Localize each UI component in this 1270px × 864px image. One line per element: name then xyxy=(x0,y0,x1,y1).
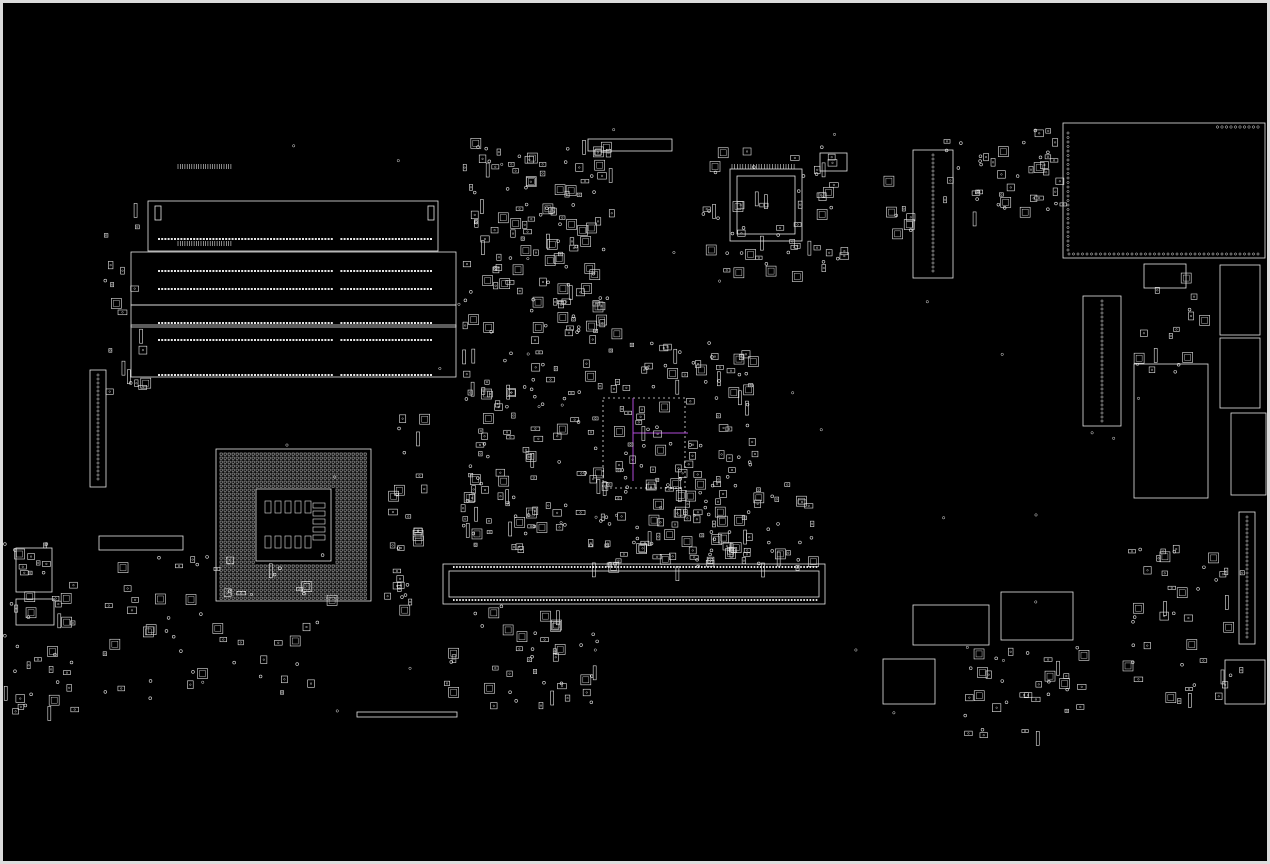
left-small-connector xyxy=(98,535,184,551)
pcb-viewer-canvas[interactable] xyxy=(3,3,1267,861)
audio-jack-block xyxy=(882,591,1074,705)
usb-header-2 xyxy=(1082,295,1122,427)
left-ic-2 xyxy=(15,598,55,626)
sata-connector-3 xyxy=(1230,412,1267,496)
pcb-board-outline-view[interactable] xyxy=(3,3,1267,861)
right-small-block xyxy=(1143,263,1187,289)
sata-connector-2 xyxy=(1219,337,1261,409)
left-ic-1 xyxy=(15,547,53,593)
dimm-slot-3 xyxy=(130,304,457,328)
cpu-socket xyxy=(215,448,372,602)
chipset-bga xyxy=(602,397,686,489)
chipset-highlight-trace xyxy=(632,398,688,481)
power-connector xyxy=(1133,363,1209,499)
battery-holder xyxy=(1224,659,1266,705)
front-panel-header xyxy=(1238,511,1256,645)
top-connector xyxy=(587,138,673,152)
dimm-slot-2 xyxy=(130,251,457,306)
top-small-chip xyxy=(819,152,848,172)
dimm-slot-4 xyxy=(130,324,457,378)
sata-connector-1 xyxy=(1219,264,1261,336)
pcie-slot xyxy=(442,563,826,605)
io-shield-block xyxy=(1062,122,1266,259)
left-vertical-header xyxy=(89,369,107,488)
bottom-strip xyxy=(356,711,458,718)
dimm-slot-1 xyxy=(147,200,439,252)
usb-header-1 xyxy=(912,149,954,279)
